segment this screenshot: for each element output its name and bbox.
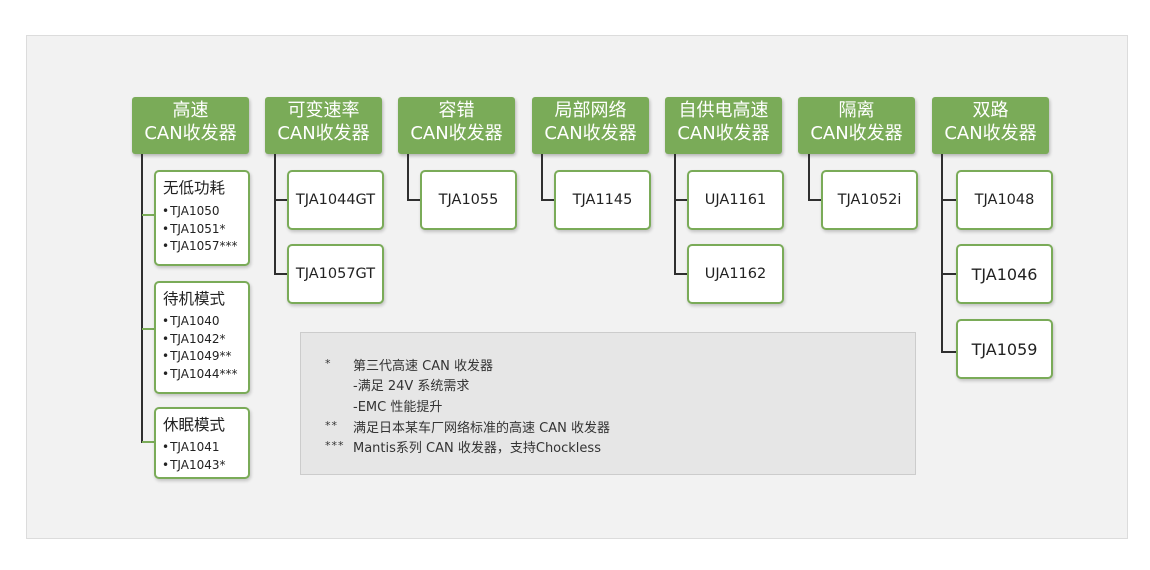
category-line2: CAN收发器 bbox=[944, 123, 1037, 144]
group-no-low-power: 无低功耗 TJA1050 TJA1051* TJA1057*** bbox=[154, 170, 250, 266]
footnote-text: 第三代高速 CAN 收发器 bbox=[353, 359, 493, 374]
group-title: 休眠模式 bbox=[163, 416, 226, 434]
list-item: TJA1051* bbox=[162, 221, 237, 239]
category-line1: 自供电高速 bbox=[678, 100, 769, 121]
category-fault-tolerant: 容错 CAN收发器 bbox=[398, 97, 515, 154]
footnote-text: -满足 24V 系统需求 bbox=[353, 379, 470, 394]
category-line1: 双路 bbox=[972, 100, 1009, 121]
footnote-mark: *** bbox=[325, 439, 345, 452]
connector-line bbox=[674, 154, 676, 275]
connector-line bbox=[941, 154, 943, 353]
category-line1: 高速 bbox=[172, 100, 209, 121]
footnote-mark: ** bbox=[325, 419, 338, 432]
connector-line bbox=[275, 273, 288, 275]
chip-tja1048: TJA1048 bbox=[956, 170, 1053, 230]
category-line1: 隔离 bbox=[838, 100, 875, 121]
footnote-text: -EMC 性能提升 bbox=[353, 400, 443, 415]
category-line2: CAN收发器 bbox=[410, 123, 503, 144]
connector-line bbox=[275, 199, 288, 201]
category-line1: 可变速率 bbox=[287, 100, 360, 121]
list-item: TJA1043* bbox=[162, 457, 225, 475]
category-line1: 局部网络 bbox=[554, 100, 627, 121]
connector-line bbox=[541, 154, 543, 201]
category-self-powered: 自供电高速 CAN收发器 bbox=[665, 97, 782, 154]
list-item: TJA1044*** bbox=[162, 366, 237, 384]
category-line2: CAN收发器 bbox=[677, 123, 770, 144]
category-high-speed: 高速 CAN收发器 bbox=[132, 97, 249, 154]
connector-line bbox=[675, 199, 688, 201]
connector-line bbox=[142, 441, 155, 443]
list-item: TJA1041 bbox=[162, 439, 225, 457]
chip-uja1161: UJA1161 bbox=[687, 170, 784, 230]
connector-line bbox=[142, 214, 155, 216]
chip-tja1145: TJA1145 bbox=[554, 170, 651, 230]
connector-line bbox=[542, 199, 555, 201]
chip-tja1046: TJA1046 bbox=[956, 244, 1053, 304]
chip-tja1055: TJA1055 bbox=[420, 170, 517, 230]
chip-tja1052i: TJA1052i bbox=[821, 170, 918, 230]
group-item-list: TJA1040 TJA1042* TJA1049** TJA1044*** bbox=[162, 313, 237, 383]
connector-line bbox=[942, 351, 957, 353]
category-line2: CAN收发器 bbox=[277, 123, 370, 144]
list-item: TJA1049** bbox=[162, 348, 237, 366]
list-item: TJA1057*** bbox=[162, 238, 237, 256]
category-dual: 双路 CAN收发器 bbox=[932, 97, 1049, 154]
connector-line bbox=[808, 154, 810, 201]
chip-tja1059: TJA1059 bbox=[956, 319, 1053, 379]
category-line2: CAN收发器 bbox=[810, 123, 903, 144]
group-title: 无低功耗 bbox=[163, 179, 226, 197]
group-item-list: TJA1050 TJA1051* TJA1057*** bbox=[162, 203, 237, 256]
category-isolated: 隔离 CAN收发器 bbox=[798, 97, 915, 154]
chip-uja1162: UJA1162 bbox=[687, 244, 784, 304]
category-line2: CAN收发器 bbox=[544, 123, 637, 144]
category-partial-network: 局部网络 CAN收发器 bbox=[532, 97, 649, 154]
list-item: TJA1050 bbox=[162, 203, 237, 221]
chip-tja1044gt: TJA1044GT bbox=[287, 170, 384, 230]
connector-line bbox=[274, 154, 276, 275]
connector-line bbox=[809, 199, 822, 201]
connector-line bbox=[675, 273, 688, 275]
connector-line bbox=[142, 328, 155, 330]
connector-line bbox=[942, 199, 957, 201]
connector-line bbox=[942, 273, 957, 275]
category-variable-rate: 可变速率 CAN收发器 bbox=[265, 97, 382, 154]
footnote-text: 满足日本某车厂网络标准的高速 CAN 收发器 bbox=[353, 421, 610, 436]
connector-line bbox=[408, 199, 421, 201]
group-title: 待机模式 bbox=[163, 290, 226, 308]
group-item-list: TJA1041 TJA1043* bbox=[162, 439, 225, 474]
footnotes-box: * 第三代高速 CAN 收发器 -满足 24V 系统需求 -EMC 性能提升 *… bbox=[300, 332, 916, 475]
category-line1: 容错 bbox=[438, 100, 475, 121]
group-standby-mode: 待机模式 TJA1040 TJA1042* TJA1049** TJA1044*… bbox=[154, 281, 250, 394]
chip-tja1057gt: TJA1057GT bbox=[287, 244, 384, 304]
footnote-text: Mantis系列 CAN 收发器，支持Chockless bbox=[353, 441, 601, 456]
footnote-mark: * bbox=[325, 357, 332, 370]
group-sleep-mode: 休眠模式 TJA1041 TJA1043* bbox=[154, 407, 250, 479]
connector-line bbox=[141, 154, 143, 443]
category-line2: CAN收发器 bbox=[144, 123, 237, 144]
list-item: TJA1042* bbox=[162, 331, 237, 349]
connector-line bbox=[407, 154, 409, 201]
list-item: TJA1040 bbox=[162, 313, 237, 331]
